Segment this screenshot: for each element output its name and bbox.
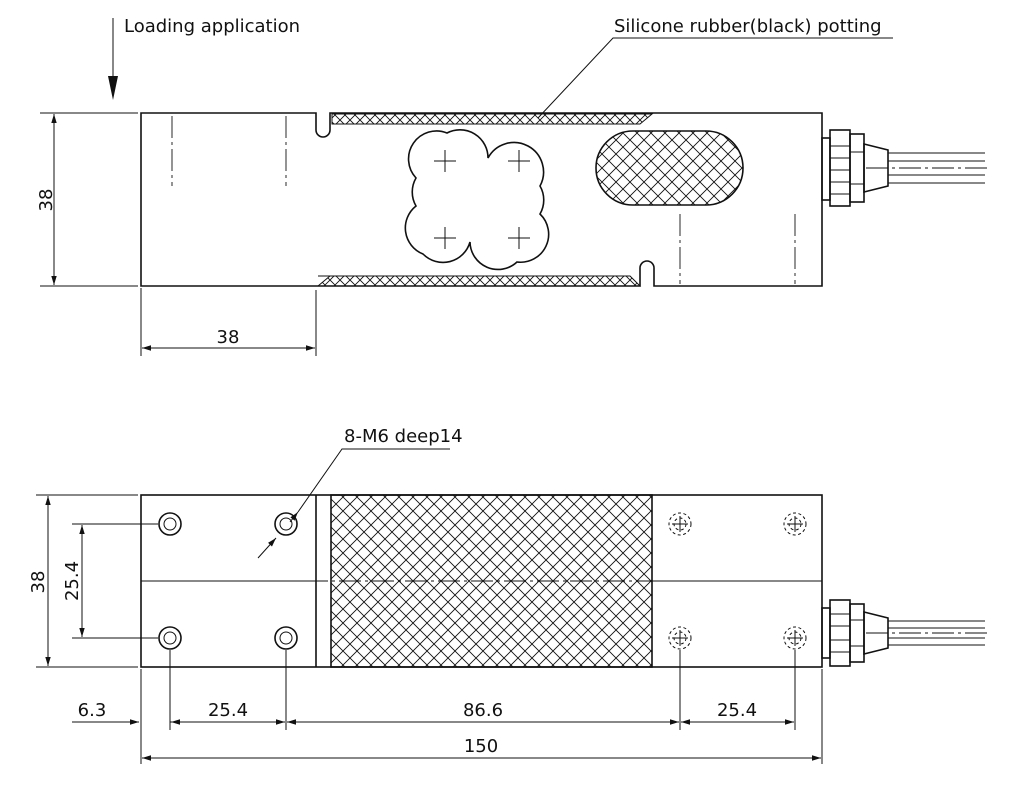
side-view bbox=[140, 112, 990, 287]
left-hole-spacing-value: 25.4 bbox=[208, 700, 248, 721]
potting-note-label: Silicone rubber(black) potting bbox=[614, 16, 882, 37]
hidden-hole-bottom-right-b bbox=[783, 626, 807, 650]
hidden-hole-top-right-a bbox=[668, 512, 692, 536]
tapped-hole-bottom-mid bbox=[274, 626, 298, 650]
thread-note-label: 8-M6 deep14 bbox=[344, 426, 463, 447]
chain-dimension-extensions bbox=[140, 650, 823, 764]
side-length-dimension bbox=[140, 288, 317, 356]
bottom-height-value: 38 bbox=[28, 571, 49, 594]
right-hole-spacing-value: 25.4 bbox=[717, 700, 757, 721]
middle-spacing-value: 86.6 bbox=[463, 700, 503, 721]
bottom-view bbox=[140, 494, 990, 668]
side-length-value: 38 bbox=[217, 327, 240, 348]
edge-offset-value: 6.3 bbox=[78, 700, 107, 721]
hidden-hole-bottom-right-a bbox=[668, 626, 692, 650]
tapped-hole-bottom-left bbox=[158, 626, 182, 650]
overall-length-value: 150 bbox=[464, 736, 498, 757]
loading-application-label: Loading application bbox=[124, 16, 300, 37]
bottom-height-dimension bbox=[36, 494, 138, 668]
hidden-hole-top-right-b bbox=[783, 512, 807, 536]
hole-spacing-vertical-dimension bbox=[72, 523, 158, 639]
side-height-dimension bbox=[40, 112, 138, 287]
potting-leader bbox=[537, 37, 893, 119]
tapped-hole-top-mid bbox=[274, 512, 298, 536]
side-height-value: 38 bbox=[36, 189, 57, 212]
tapped-hole-top-left bbox=[158, 512, 182, 536]
hole-spacing-vertical-value: 25.4 bbox=[62, 561, 83, 601]
loading-arrow bbox=[108, 18, 118, 100]
